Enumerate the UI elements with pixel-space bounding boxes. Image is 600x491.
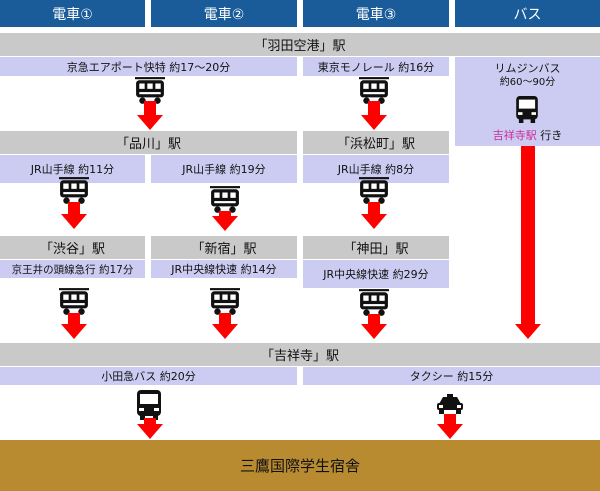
route-inokashira: 京王井の頭線急行 約17分 [0,260,145,278]
header-train-3: 電車③ [303,0,449,27]
route-chuo-2: JR中央線快速 約14分 [151,260,297,278]
arrow-shaft [368,202,380,214]
train-icon [59,288,89,316]
header-train-1: 電車① [0,0,145,27]
station-haneda: 「羽田空港」駅 [0,33,600,56]
route-chuo-3: JR中央線快速 約29分 [303,260,449,288]
arrow-shaft [368,101,380,115]
bus-icon [516,96,538,123]
arrow-head [361,115,387,130]
arrow-shaft [68,313,80,324]
taxi-icon [437,394,463,414]
arrow-shaft [68,202,80,214]
destination-box: 三鷹国際学生宿舎 [0,440,600,491]
station-kichijoji: 「吉祥寺」駅 [0,343,600,366]
route-yamanote-2: JR山手線 約19分 [151,155,297,183]
arrow-head [137,115,163,130]
route-odakyu-bus: 小田急バス 約20分 [0,367,297,385]
bus-icon [137,390,161,420]
station-shinjuku: 「新宿」駅 [151,236,297,259]
arrow-head [137,424,163,439]
route-taxi: タクシー 約15分 [303,367,600,385]
arrow-head [361,214,387,229]
station-hamamatsucho: 「浜松町」駅 [303,131,449,154]
header-train-2: 電車② [151,0,297,27]
arrow-head [61,214,87,229]
arrow-head [212,216,238,231]
limousine-duration: 約60〜90分 [499,77,556,88]
arrow-shaft [219,313,231,324]
arrow-head [515,324,541,339]
limousine-dest-suffix: 行き [536,129,563,142]
arrow-head [361,324,387,339]
limousine-bus-box: リムジンバス 約60〜90分 吉祥寺駅 行き [455,57,600,146]
route-keikyu: 京急エアポート快特 約17〜20分 [0,57,297,76]
arrow-head [212,324,238,339]
arrow-shaft [144,418,156,424]
limousine-dest-station: 吉祥寺駅 [492,129,537,142]
train-icon [210,288,240,316]
station-shinagawa: 「品川」駅 [0,131,297,154]
arrow-head [437,424,463,439]
arrow-shaft [521,146,535,324]
train-icon [359,289,389,317]
arrow-shaft [368,314,380,324]
arrow-head [61,324,87,339]
train-icon [359,177,389,205]
arrow-shaft [219,211,231,217]
station-kanda: 「神田」駅 [303,236,449,259]
limousine-label: リムジンバス [494,62,561,75]
arrow-shaft [444,414,456,424]
train-icon [59,177,89,205]
train-icon [210,186,240,214]
station-shibuya: 「渋谷」駅 [0,236,145,259]
arrow-shaft [144,101,156,115]
header-bus: バス [455,0,600,27]
route-monorail: 東京モノレール 約16分 [303,57,449,76]
